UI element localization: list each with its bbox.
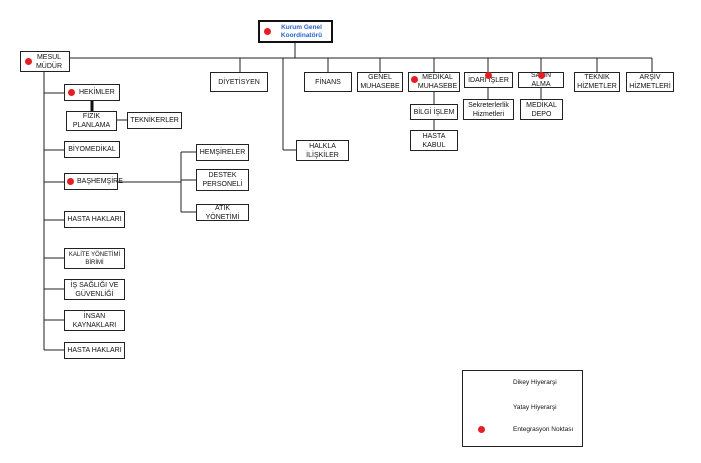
node-kalite-yonetimi: KALİTE YÖNETİMİ BİRİMİ: [64, 248, 125, 269]
node-hasta-kabul: HASTA KABUL: [410, 130, 458, 151]
node-hasta-haklari: HASTA HAKLARI: [64, 342, 125, 359]
node-mesul-mudur: MESUL MÜDÜR: [20, 51, 70, 72]
integration-dot: [411, 76, 418, 83]
node-bilgi-islem: BİLGİ İŞLEM: [410, 104, 458, 120]
node-halkla-iliskiler: HALKLA İLİŞKİLER: [296, 140, 349, 161]
node-genel-muhasebe: GENEL MUHASEBE: [357, 72, 403, 92]
node-teknikerler: TEKNİKERLER: [127, 112, 182, 129]
legend-label-horizontal: Yatay Hiyerarşi: [513, 404, 557, 411]
legend: [462, 370, 583, 447]
node-bashemsire: BAŞHEMŞİRE: [64, 173, 123, 190]
node-biyomedikal: BİYOMEDİKAL: [64, 141, 120, 158]
node-diyetisyen: DİYETİSYEN: [210, 72, 268, 92]
node-is-sagligi: İŞ SAĞLIĞI VE GÜVENLİĞİ: [64, 279, 125, 300]
node-arsiv-hizmetleri: ARŞİV HİZMETLERİ: [626, 72, 674, 92]
node-hekimler: HEKİMLER: [64, 84, 120, 101]
node-hemsireler: HEMŞİRELER: [196, 144, 249, 161]
node-medikal-muhasebe: MEDİKAL MUHASEBE: [408, 72, 460, 92]
node-destek-personeli: DESTEK PERSONELİ: [196, 169, 249, 191]
node-atik-yonetimi: ATIK YÖNETİMİ: [196, 204, 249, 221]
node-fizik-planlama: FİZİK PLANLAMA: [66, 111, 117, 131]
integration-dot: [68, 89, 75, 96]
node-teknik-hizmetler: TEKNİK HİZMETLER: [574, 72, 620, 92]
integration-dot: [538, 72, 545, 79]
legend-label-vertical: Dikey Hiyerarşi: [513, 379, 557, 386]
integration-dot: [25, 58, 32, 65]
node-finans: FİNANS: [304, 72, 352, 92]
integration-dot: [67, 178, 74, 185]
integration-dot: [264, 28, 271, 35]
node-hasta-haklari: HASTA HAKLARI: [64, 211, 125, 228]
node-insan-kaynaklari: İNSAN KAYNAKLARI: [64, 310, 125, 331]
legend-integration-dot: [478, 426, 485, 433]
integration-dot: [485, 72, 492, 79]
node-sekreterlik: Sekreterlerlik Hizmetleri: [463, 99, 514, 120]
node-medikal-depo: MEDİKAL DEPO: [520, 99, 563, 120]
legend-label-integration: Entegrasyon Noktası: [513, 426, 574, 433]
node-root: Kurum Genel Koordinatörü: [258, 20, 333, 43]
